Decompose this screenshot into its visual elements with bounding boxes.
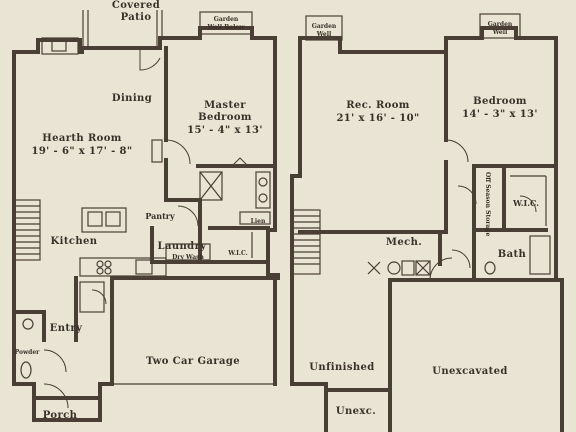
bath-label: Bath [498,249,527,260]
kitchen-island [81,207,127,233]
patio-door-swing [139,48,161,71]
unfinished-label: Unfinished [309,362,374,373]
garden-well-left-box [305,15,343,41]
laundry-label: Laundry [158,241,208,252]
wic-label-lower: W.I.C. [512,198,539,208]
lien-label: Lien [251,218,266,225]
unexcavated-label: Unexcavated [432,366,508,377]
powder-door-swing [43,349,67,373]
mech-door-swing [429,257,453,281]
sink-2 [258,193,268,203]
garden-well-right-label-2: Well [492,29,508,36]
powder-toilet [20,361,32,379]
bedroom-dimensions: 14' - 3" x 13' [462,109,538,120]
bath-toilet [484,261,496,275]
bedroom-door-swing [445,139,469,163]
lower-level-plan [290,13,564,432]
mech-equipment [367,260,431,276]
kitchen-label: Kitchen [51,236,98,247]
main-level-outer-walls [12,26,280,422]
garden-well-right-box [479,13,521,39]
pantry-door-swing [177,205,199,227]
shower-diag-2 [199,171,223,201]
covered-patio-label-1: Covered [112,0,160,11]
storage-label: Off Season Storage [484,172,491,236]
lower-stairs [291,209,321,275]
entry-closet-door [91,289,107,305]
master-closet-door [151,139,163,163]
hearth-room-dimensions: 19' - 6" x 17' - 8" [31,146,132,157]
master-dimensions: 15' - 4" x 13' [187,125,263,136]
master-label-1: Master [204,100,246,111]
cooktop [96,260,112,275]
bath-tub [529,235,551,275]
garden-well-left-label-2: Well [316,31,332,38]
fireplace [41,37,79,55]
covered-patio-label-2: Patio [121,12,152,23]
garden-well-below-label-1: Garden [214,16,239,23]
powder-sink [22,318,34,330]
bath-door-swing [451,249,471,269]
powder-label: Powder [15,349,41,356]
garage-label: Two Car Garage [146,356,240,367]
master-door-swing [165,139,191,165]
garden-well-below-label-2: Well Below [206,24,245,31]
master-label-2: Bedroom [198,112,252,123]
unexc-label: Unexc. [336,406,376,417]
bedroom-label: Bedroom [473,96,527,107]
porch-label: Porch [43,410,78,421]
island-sink-2 [105,211,121,227]
kitchen-counter [79,257,167,277]
garden-well-right-label-1: Garden [488,21,513,28]
main-level-plan [12,10,280,422]
garden-well-left-label-1: Garden [312,23,337,30]
double-vanity [255,171,271,209]
rec-room-dimensions: 21' x 16' - 10" [336,113,419,124]
shower [199,171,223,201]
entry-label: Entry [50,323,83,334]
sink-1 [258,177,268,187]
rec-room-label: Rec. Room [346,100,410,111]
wic-door [519,195,537,213]
dining-label: Dining [112,93,152,104]
island-sink-1 [87,211,103,227]
refrigerator [135,259,153,275]
pantry-label: Pantry [145,211,175,221]
front-door-swing [43,383,69,409]
garden-well-below-box [199,11,253,35]
mech-label: Mech. [386,237,422,248]
wic-label-main: W.I.C. [227,250,248,257]
storage-door [457,185,477,205]
dry-wash-label: Dry Wash [172,254,204,261]
linen [239,211,271,225]
fireplace-insert [51,40,67,52]
hearth-room-label: Hearth Room [42,133,122,144]
main-stairs [13,199,41,261]
bath-door-fold [231,157,249,167]
washer-dryer [165,243,211,261]
